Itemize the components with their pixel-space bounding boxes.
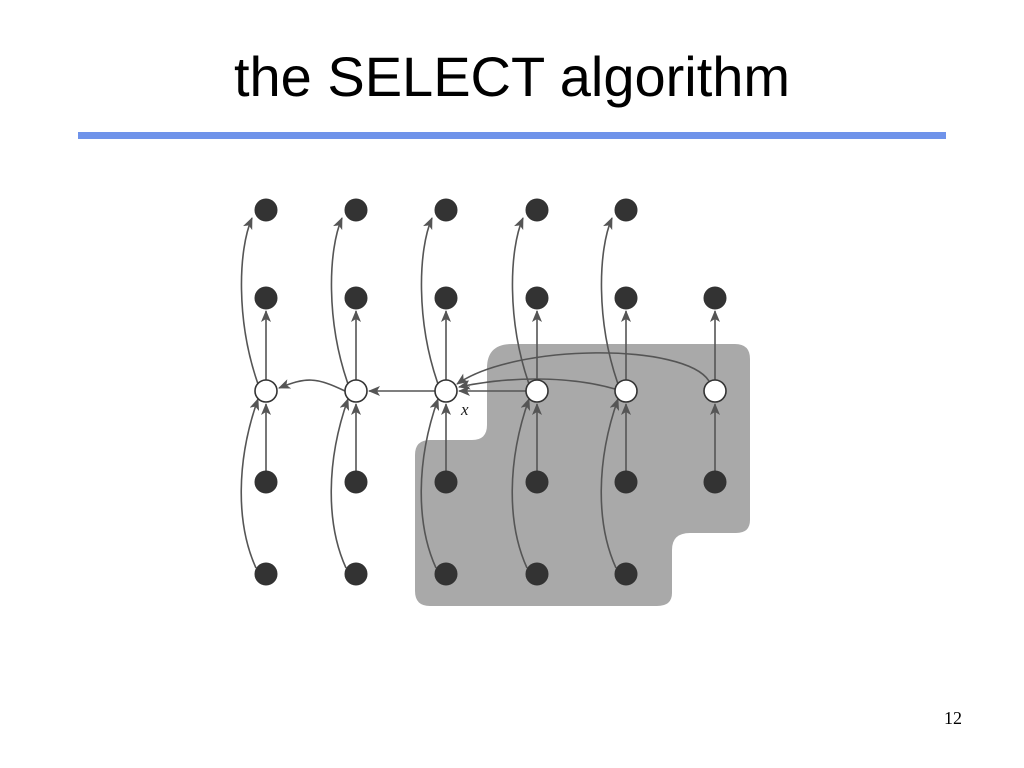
edge-col3-mid-to-top bbox=[420, 217, 439, 385]
edge-median-5-to-3 bbox=[458, 378, 616, 390]
node-top-col2 bbox=[344, 198, 368, 222]
node-top-col4 bbox=[525, 198, 549, 222]
median-label: x bbox=[460, 400, 469, 419]
node-bottom-col2 bbox=[344, 562, 368, 586]
title-rule bbox=[78, 132, 946, 139]
node-upper-col3 bbox=[434, 286, 458, 310]
node-lower-col6 bbox=[703, 470, 727, 494]
median-node-col3 bbox=[434, 379, 458, 403]
slide-title: the SELECT algorithm bbox=[233, 45, 791, 108]
edge-col5-mid-to-top bbox=[600, 217, 619, 385]
node-lower-col5 bbox=[614, 470, 638, 494]
node-top-col3 bbox=[434, 198, 458, 222]
page-number: 12 bbox=[944, 708, 962, 728]
edge-col3-bottom-to-mid bbox=[420, 398, 440, 569]
node-upper-col5 bbox=[614, 286, 638, 310]
node-top-col1 bbox=[254, 198, 278, 222]
median-node-col2 bbox=[344, 379, 368, 403]
shaded-region bbox=[415, 344, 750, 606]
node-lower-col1 bbox=[254, 470, 278, 494]
median-node-col1 bbox=[254, 379, 278, 403]
edge-col5-bottom-to-mid bbox=[600, 398, 620, 569]
edge-col4-mid-to-top bbox=[511, 217, 530, 385]
node-upper-col1 bbox=[254, 286, 278, 310]
node-upper-col4 bbox=[525, 286, 549, 310]
median-node-col4 bbox=[525, 379, 549, 403]
node-top-col5 bbox=[614, 198, 638, 222]
median-node-col5 bbox=[614, 379, 638, 403]
node-bottom-col4 bbox=[525, 562, 549, 586]
median-node-col6 bbox=[703, 379, 727, 403]
node-lower-col2 bbox=[344, 470, 368, 494]
node-upper-col2 bbox=[344, 286, 368, 310]
node-lower-col3 bbox=[434, 470, 458, 494]
node-upper-col6 bbox=[703, 286, 727, 310]
edge-col1-mid-to-top bbox=[240, 217, 259, 385]
edge-col2-bottom-to-mid bbox=[330, 398, 350, 569]
node-bottom-col3 bbox=[434, 562, 458, 586]
node-bottom-col5 bbox=[614, 562, 638, 586]
edge-col2-mid-to-top bbox=[330, 217, 349, 385]
edges-layer bbox=[240, 217, 720, 569]
edge-median-6-to-3 bbox=[456, 352, 710, 385]
edge-median-2-to-1 bbox=[278, 379, 346, 392]
nodes-layer bbox=[254, 198, 727, 586]
edge-col4-bottom-to-mid bbox=[511, 398, 531, 569]
edge-col1-bottom-to-mid bbox=[240, 398, 260, 569]
node-lower-col4 bbox=[525, 470, 549, 494]
node-bottom-col1 bbox=[254, 562, 278, 586]
